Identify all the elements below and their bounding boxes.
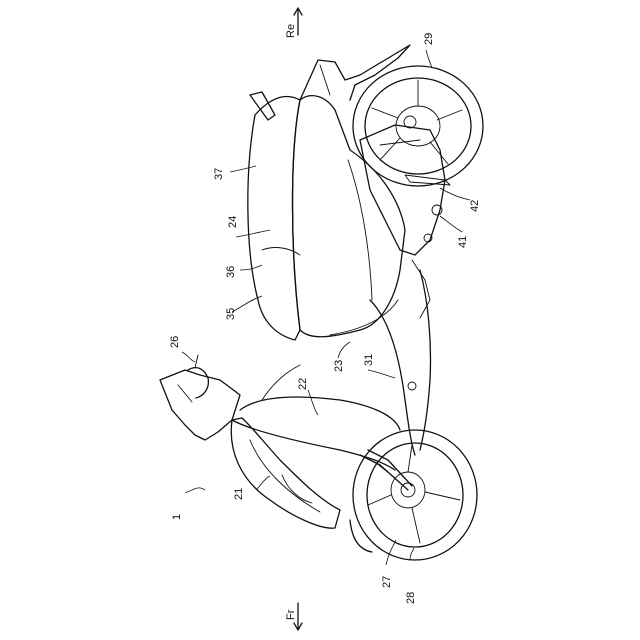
front-wheel — [353, 430, 477, 560]
label-21: 21 — [233, 488, 245, 500]
label-42: 42 — [469, 200, 481, 212]
label-36: 36 — [225, 266, 237, 278]
label-re: Re — [285, 24, 297, 38]
label-fr: Fr — [285, 609, 297, 620]
power-unit — [360, 116, 450, 318]
label-23: 23 — [333, 360, 345, 372]
label-22: 22 — [297, 378, 309, 390]
seat — [248, 92, 300, 340]
label-1: 1 — [171, 514, 183, 520]
label-27: 27 — [381, 576, 393, 588]
label-37: 37 — [213, 168, 225, 180]
label-26: 26 — [169, 336, 181, 348]
handlebar-assembly — [160, 355, 240, 440]
label-24: 24 — [227, 216, 239, 228]
label-35: 35 — [225, 308, 237, 320]
label-41: 41 — [457, 236, 469, 248]
floor-frame — [370, 270, 431, 455]
side-cover — [293, 96, 406, 337]
label-31: 31 — [363, 354, 375, 366]
front-cover — [231, 418, 340, 528]
label-28: 28 — [405, 592, 417, 604]
label-29: 29 — [423, 33, 435, 45]
rear-body — [300, 45, 410, 100]
